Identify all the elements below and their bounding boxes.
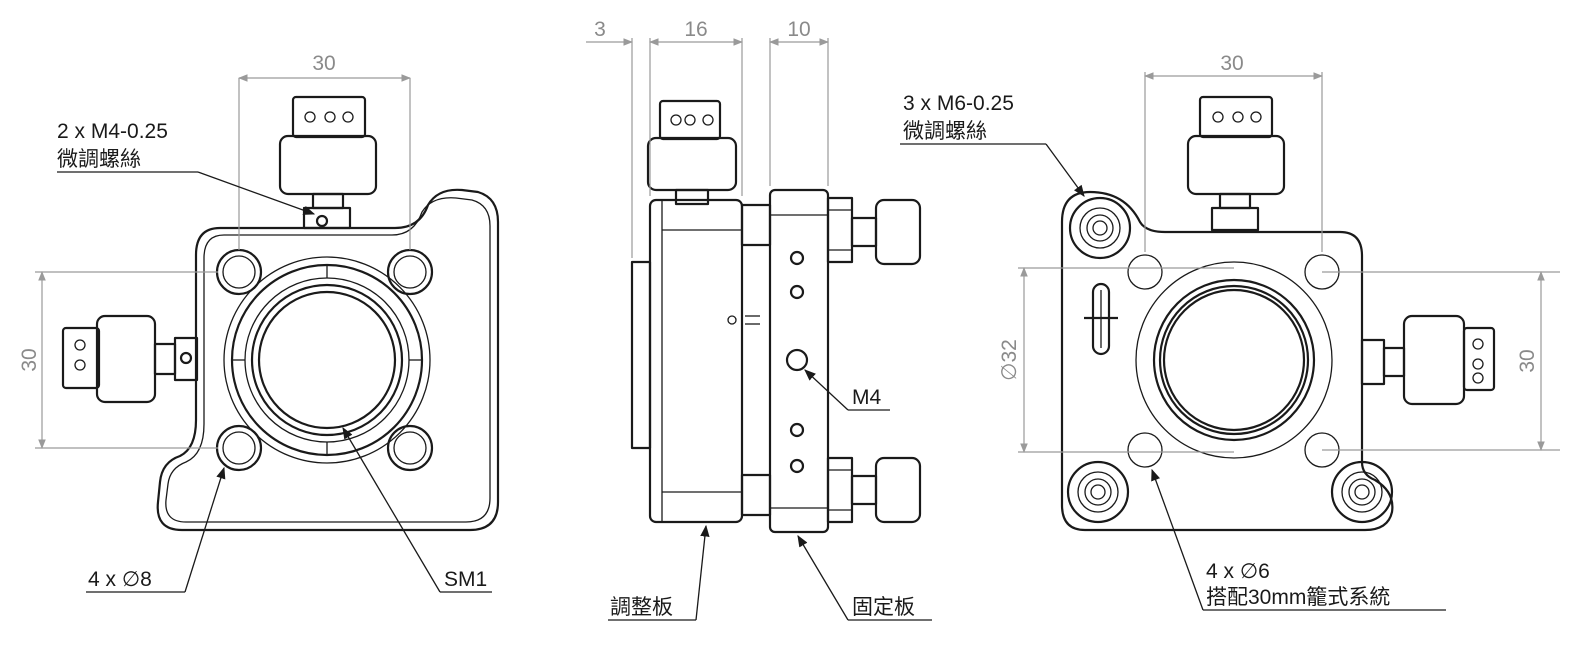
front-sm1-label: SM1 (444, 568, 487, 591)
side-fixed-label: 固定板 (852, 596, 915, 619)
front-cage-holes (215, 248, 434, 472)
front-holes-label: 4 x ∅8 (88, 568, 152, 591)
rear-aperture (1135, 261, 1333, 459)
side-dimensions: 3 16 10 (586, 18, 829, 258)
front-screw-callout: 2 x M4-0.25 微調螺絲 (57, 120, 316, 215)
rear-holes-label-1: 4 x ∅6 (1206, 560, 1270, 583)
front-screw-label-2: 微調螺絲 (57, 148, 141, 171)
rear-top-knob (1186, 95, 1286, 232)
front-dim-top-text: 30 (312, 52, 335, 75)
side-top-knob (646, 99, 738, 206)
side-view: 3 16 10 M4 調整板 固定板 (586, 18, 932, 621)
rear-screw-callout: 3 x M6-0.25 微調螺絲 (900, 92, 1085, 197)
rear-dim-diameter-text: ∅32 (998, 339, 1021, 381)
rear-side-lever (1084, 282, 1118, 356)
rear-screw-label-1: 3 x M6-0.25 (903, 92, 1014, 115)
rear-dim-diameter: ∅32 (998, 267, 1234, 453)
rear-view: 30 30 ∅32 3 x M6-0.25 微調螺絲 4 x ∅6 搭配30mm… (900, 52, 1560, 611)
front-sm1-callout: SM1 (342, 426, 492, 593)
rear-screw-label-2: 微調螺絲 (903, 120, 987, 143)
front-plate-outline (156, 188, 500, 532)
front-left-knob (61, 314, 199, 404)
side-dim-a: 3 (594, 18, 606, 41)
rear-dim-right: 30 (1322, 271, 1560, 451)
front-dim-top: 30 (238, 52, 411, 250)
front-top-knob (278, 95, 378, 230)
front-screw-label-1: 2 x M4-0.25 (57, 120, 168, 143)
rear-dim-right-text: 30 (1516, 349, 1539, 372)
rear-cage-holes (1127, 254, 1340, 468)
front-holes-callout: 4 x ∅8 (86, 466, 226, 593)
side-dim-c: 10 (787, 18, 810, 41)
side-adjust-plate (630, 198, 760, 524)
rear-corner-screws (1066, 196, 1394, 524)
side-right-knob-top (826, 196, 922, 266)
rear-holes-callout: 4 x ∅6 搭配30mm籠式系統 (1151, 468, 1446, 611)
side-fixed-plate (740, 188, 830, 534)
front-dim-left: 30 (18, 271, 218, 449)
rear-holes-label-2: 搭配30mm籠式系統 (1206, 586, 1390, 609)
side-right-knob-bottom (826, 456, 922, 524)
side-adjust-label: 調整板 (610, 596, 673, 619)
side-m4-callout: M4 (804, 369, 890, 411)
rear-dim-top-text: 30 (1220, 52, 1243, 75)
side-dim-b: 16 (684, 18, 707, 41)
front-view: 30 30 2 x M4-0.25 微調螺絲 4 x ∅8 SM1 (18, 52, 500, 593)
side-m4-label: M4 (852, 386, 881, 409)
side-plate-callouts: 調整板 固定板 (608, 524, 932, 621)
front-aperture (223, 256, 431, 464)
rear-right-knob (1360, 314, 1496, 406)
rear-plate-outline (1060, 190, 1394, 532)
rear-dim-top: 30 (1144, 52, 1323, 252)
front-dim-left-text: 30 (18, 348, 41, 371)
